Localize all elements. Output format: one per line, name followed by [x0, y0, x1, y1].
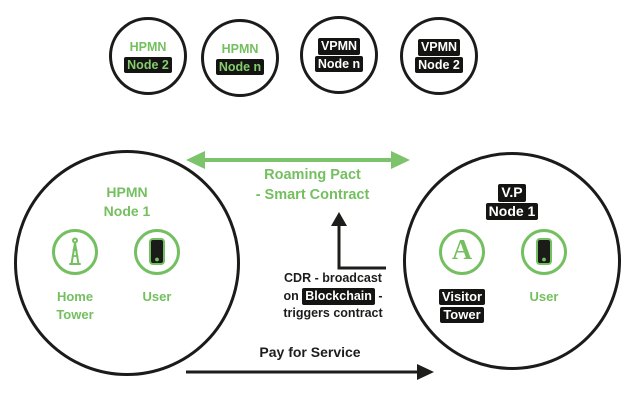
hpmn-node1-title-line2: Node 1 — [103, 202, 151, 219]
vpmn-node1-title-line2-wrap: Node 1 — [442, 202, 582, 221]
cdr-up-arrow — [331, 212, 386, 270]
user-phone-icon-left — [134, 229, 180, 275]
node-sublabel-wrap: Node 2 — [124, 56, 172, 73]
vpmn-node1-title-line1: V.P — [498, 184, 526, 202]
roaming-pact-line2: - Smart Contract — [255, 187, 370, 204]
visitor-tower-label: Visitor Tower — [417, 288, 507, 323]
cdr-note: CDR - broadcast on Blockchain - triggers… — [263, 270, 403, 323]
home-tower-label: Home Tower — [30, 288, 120, 323]
vpmn-node1-title-line2: Node 1 — [485, 202, 539, 221]
hpmn-node1-title: HPMN Node 1 — [57, 183, 197, 221]
visitor-tower-label-line1: Visitor — [438, 289, 486, 306]
cdr-note-line2-suffix: - — [374, 288, 383, 303]
node-label: HPMN — [221, 42, 259, 57]
cdr-note-line2-prefix: on — [283, 288, 303, 303]
cdr-note-blockchain-chip: Blockchain — [302, 287, 375, 305]
hpmn-node1-circle — [14, 150, 240, 376]
user-label-left: User — [142, 289, 172, 304]
visitor-tower-label-line2-wrap: Tower — [417, 306, 507, 324]
user-label-right: User — [529, 289, 559, 304]
pay-for-service-label: Pay for Service — [259, 344, 361, 360]
pay-for-service-arrow — [186, 364, 434, 380]
visitor-tower-label-line1-wrap: Visitor — [417, 288, 507, 306]
antenna-a-glyph: A — [451, 235, 473, 266]
vpmn-node1-title: V.P Node 1 — [442, 183, 582, 221]
visitor-tower-icon: A — [439, 229, 485, 275]
node-label: HPMN — [129, 40, 167, 55]
hpmn-node1-title-line1: HPMN — [106, 184, 148, 200]
transmission-tower-icon — [69, 237, 81, 265]
smartphone-icon — [536, 238, 552, 265]
node-label: VPMN — [417, 39, 461, 56]
top-node-hpmn-2: HPMN Node 2 — [109, 17, 187, 95]
vpmn-node1-title-line1-wrap: V.P — [442, 183, 582, 202]
roaming-pact-arrow — [186, 151, 410, 169]
node-sublabel-wrap: Node n — [314, 55, 364, 72]
node-label: VPMN — [317, 38, 361, 55]
user-phone-icon-right — [521, 229, 567, 275]
node-sublabel-wrap: Node n — [215, 58, 265, 75]
cdr-note-line3: triggers contract — [283, 306, 383, 320]
node-sublabel: Node n — [215, 58, 265, 75]
node-sublabel: Node 2 — [124, 56, 172, 73]
cdr-note-line2: on Blockchain - — [263, 287, 403, 305]
home-tower-icon — [52, 229, 98, 275]
top-node-vpmn-n: VPMN Node n — [300, 16, 378, 94]
roaming-pact-line1: Roaming Pact — [264, 167, 361, 183]
visitor-tower-label-line2: Tower — [440, 306, 484, 323]
cdr-note-line1: CDR - broadcast — [284, 271, 382, 285]
node-sublabel: Node 2 — [415, 56, 463, 73]
node-label-wrap: VPMN — [317, 38, 361, 55]
roaming-pact-label: Roaming Pact - Smart Contract — [230, 165, 395, 206]
home-tower-label-line2: Tower — [56, 306, 94, 322]
smartphone-icon — [149, 238, 165, 265]
node-sublabel: Node n — [314, 55, 364, 72]
top-node-hpmn-n: HPMN Node n — [201, 19, 279, 97]
node-label-wrap: VPMN — [417, 39, 461, 56]
top-node-vpmn-2: VPMN Node 2 — [400, 17, 478, 95]
node-sublabel-wrap: Node 2 — [415, 56, 463, 73]
home-tower-label-line1: Home — [56, 289, 94, 304]
